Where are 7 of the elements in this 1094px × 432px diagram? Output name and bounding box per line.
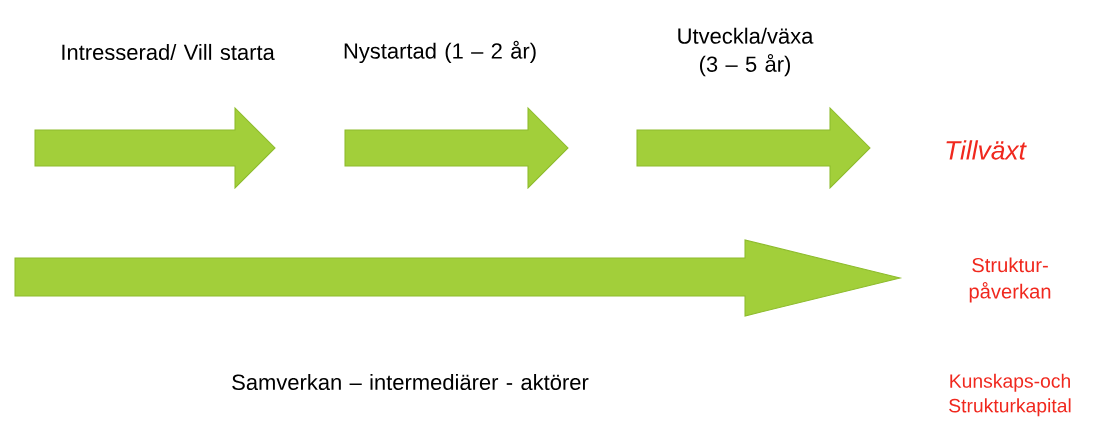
caption-text: Samverkan – intermediärer - aktörer <box>232 373 589 391</box>
outcome-label: Tillväxt <box>946 140 1027 160</box>
stage-label: Intresserad/ Vill starta <box>62 43 275 61</box>
stage-label: Nystartad (1 – 2 år) <box>344 40 536 64</box>
stage-label: Utveckla/växa (3 – 5 år) <box>678 27 814 77</box>
outcome-label: Struktur-påverkan <box>969 257 1051 303</box>
outcome-label: Kunskaps-och Strukturkapital <box>949 373 1071 417</box>
